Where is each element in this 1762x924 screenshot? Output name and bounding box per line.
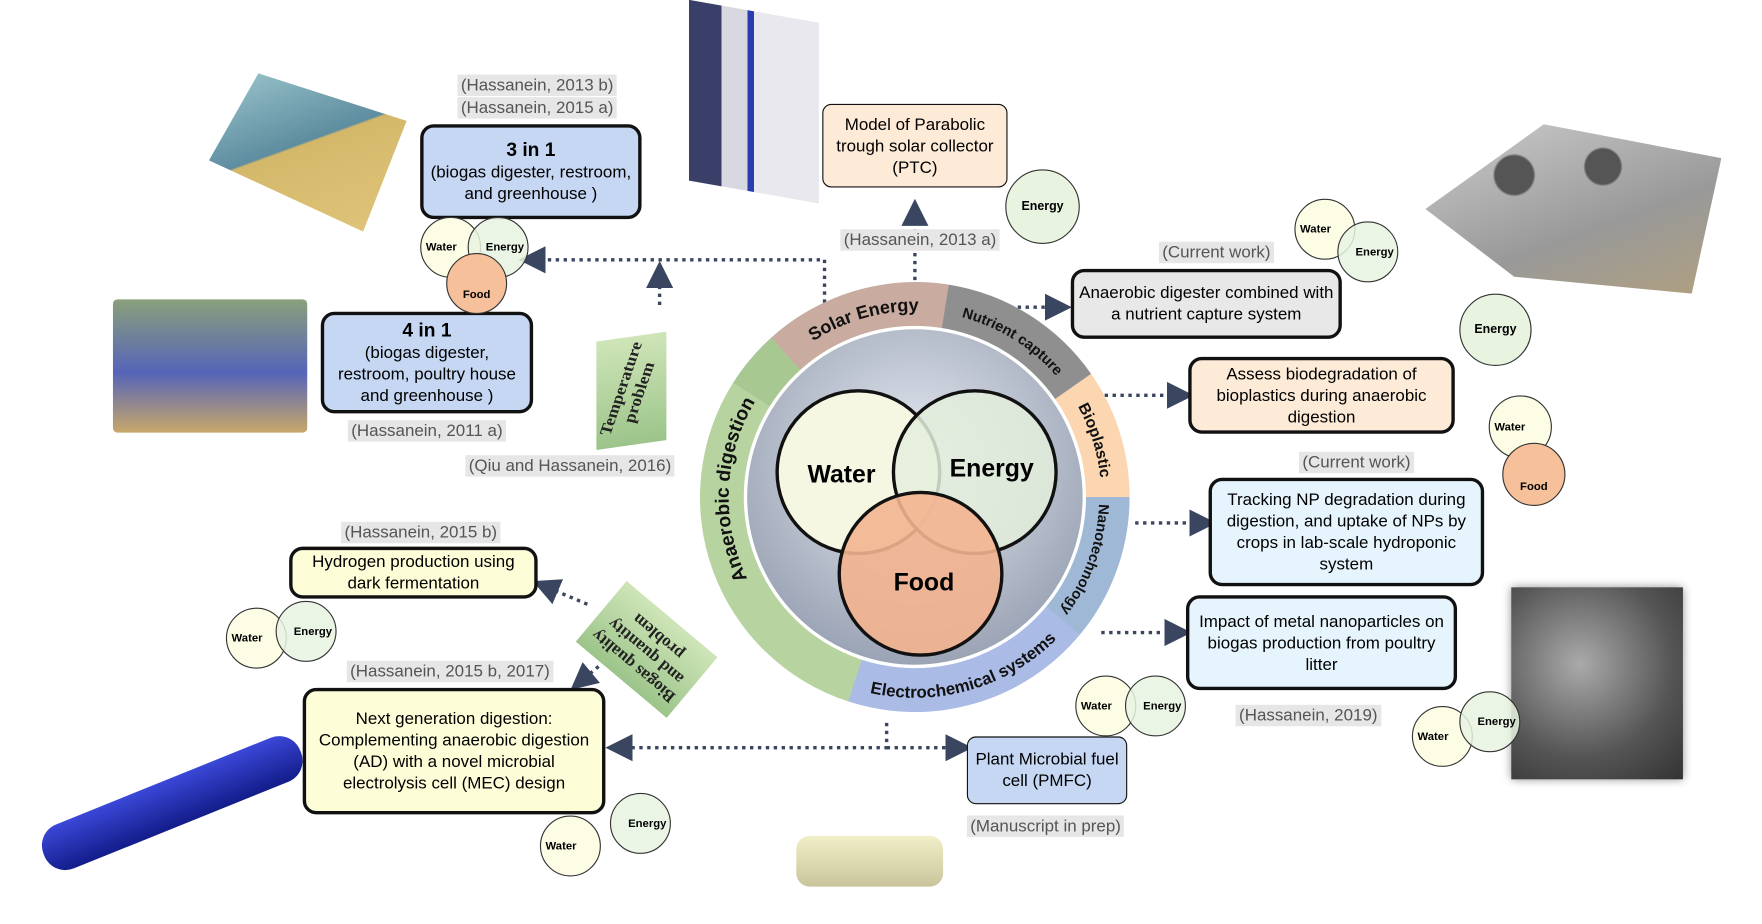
mini-energy-icon: Energy <box>275 600 337 662</box>
venn-energy-label: Energy <box>950 456 1034 483</box>
box-3in1: 3 in 1 (biogas digester, restroom, and g… <box>420 124 642 220</box>
mini-energy-icon: Energy <box>609 792 671 854</box>
venn-food-label: Food <box>894 570 955 597</box>
ref-nutrient: (Current work) <box>1158 241 1274 264</box>
ref-3in1-b: (Hassanein, 2015 a) <box>457 97 617 119</box>
ptc-collector-image <box>688 0 819 204</box>
mini-energy-icon: Energy <box>1459 293 1532 366</box>
venn-water-label: Water <box>807 461 875 488</box>
temperature-problem-label: Temperature problem <box>597 340 659 438</box>
box-nutrient-text: Anaerobic digester combined with a nutri… <box>1079 283 1334 325</box>
ref-4in1: (Hassanein, 2011 a) <box>347 420 506 442</box>
box-pmfc-text: Plant Microbial fuel cell (PMFC) <box>975 749 1119 791</box>
box-bioplastic-text: Assess biodegradation of bioplastics dur… <box>1216 364 1427 427</box>
ref-np-tracking: (Current work) <box>1298 451 1414 474</box>
mini-energy-icon: Energy <box>1337 221 1399 283</box>
box-hydrogen-text: Hydrogen production using dark fermentat… <box>312 552 515 593</box>
ref-metal-np: (Hassanein, 2019) <box>1235 704 1381 727</box>
ref-ptc: (Hassanein, 2013 a) <box>840 229 1000 251</box>
ref-3in1-a: (Hassanein, 2013 b) <box>457 74 617 97</box>
mini-energy-icon: Energy <box>1124 675 1186 737</box>
box-3in1-title: 3 in 1 <box>506 138 556 161</box>
box-metal-np: Impact of metal nanoparticles on biogas … <box>1185 595 1458 691</box>
box-nutrient: Anaerobic digester combined with a nutri… <box>1070 268 1342 339</box>
temperature-problem-band: Temperature problem <box>596 331 667 450</box>
ref-temperature: (Qiu and Hassanein, 2016) <box>465 455 675 477</box>
mini-food-icon: Food <box>446 253 508 315</box>
pmfc-plants-image <box>796 835 944 887</box>
venn-food <box>837 490 1004 657</box>
sem-image <box>1511 587 1683 780</box>
mini-energy-icon: Energy <box>1005 169 1080 244</box>
mini-energy-icon: Energy <box>1459 691 1521 753</box>
mini-water-icon: Water <box>1075 675 1137 737</box>
ref-pmfc: (Manuscript in prep) <box>966 815 1125 837</box>
box-pmfc: Plant Microbial fuel cell (PMFC) <box>966 736 1128 805</box>
greenhouse-4in1-image <box>112 299 308 433</box>
box-3in1-text: (biogas digester, restroom, and greenhou… <box>430 162 632 204</box>
box-mec: Next generation digestion: Complementing… <box>302 687 606 815</box>
box-4in1-text: (biogas digester, restroom, poultry hous… <box>337 342 516 405</box>
ref-hydrogen: (Hassanein, 2015 b) <box>341 521 501 544</box>
box-ptc: Model of Parabolic trough solar collecto… <box>822 103 1008 188</box>
box-ptc-text: Model of Parabolic trough solar collecto… <box>836 114 994 177</box>
box-bioplastic: Assess biodegradation of bioplastics dur… <box>1188 356 1455 434</box>
ref-mec: (Hassanein, 2015 b, 2017) <box>346 660 554 683</box>
box-metal-np-text: Impact of metal nanoparticles on biogas … <box>1199 611 1444 674</box>
box-np-tracking: Tracking NP degradation during digestion… <box>1208 477 1485 587</box>
mini-food-icon: Food <box>1502 442 1566 507</box>
box-4in1: 4 in 1 (biogas digester, restroom, poult… <box>320 311 534 414</box>
box-mec-text: Next generation digestion: Complementing… <box>318 709 590 793</box>
box-4in1-title: 4 in 1 <box>402 319 452 341</box>
mini-water-icon: Water <box>539 815 601 877</box>
box-hydrogen: Hydrogen production using dark fermentat… <box>289 546 538 599</box>
box-np-tracking-text: Tracking NP degradation during digestion… <box>1226 490 1466 574</box>
